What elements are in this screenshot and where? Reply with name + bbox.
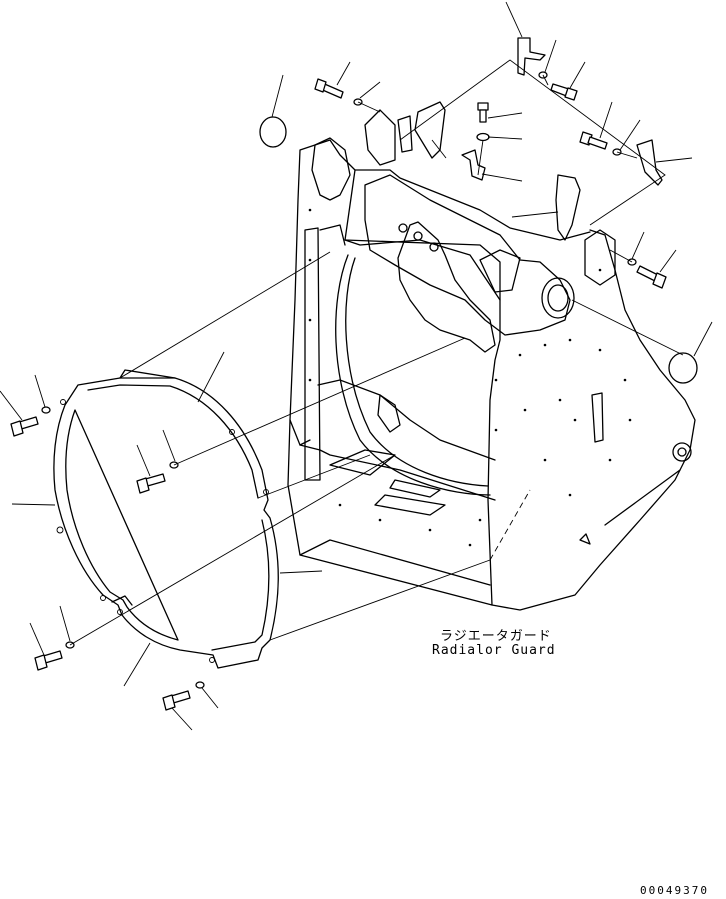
bolt-shroud-bottom xyxy=(162,690,191,711)
bolt-top-right xyxy=(550,83,578,101)
bolt-center xyxy=(477,102,489,123)
bolt-shroud-center xyxy=(136,473,166,494)
top-plate-outline xyxy=(399,59,666,226)
radiator-guard-frame xyxy=(287,109,696,611)
bracket-left-upper xyxy=(397,101,446,159)
caption-japanese: ラジエータガード xyxy=(440,629,552,644)
bolt-shroud-left xyxy=(10,416,39,437)
drawing-number: 00049370 xyxy=(640,884,709,897)
fan-shroud-ring xyxy=(53,369,279,669)
bolt-shroud-lower-left xyxy=(34,650,63,671)
bracket-top-center xyxy=(517,37,546,76)
projection-lines xyxy=(69,74,684,646)
washer-center xyxy=(476,132,490,142)
leader-lines xyxy=(0,1,713,731)
bracket-right-center xyxy=(555,174,581,241)
bolt-right-lower xyxy=(636,265,667,289)
bolt-right-upper xyxy=(579,131,608,150)
bracket-right-upper xyxy=(636,139,663,186)
bolt-top-left xyxy=(314,78,344,99)
o-ring-top-left xyxy=(259,116,287,148)
washer-shroud-left xyxy=(41,406,51,414)
o-ring-right xyxy=(668,352,698,384)
clip-center xyxy=(461,149,486,181)
washer-shroud-bottom xyxy=(195,681,205,689)
caption-english: Radialor Guard xyxy=(432,643,556,658)
